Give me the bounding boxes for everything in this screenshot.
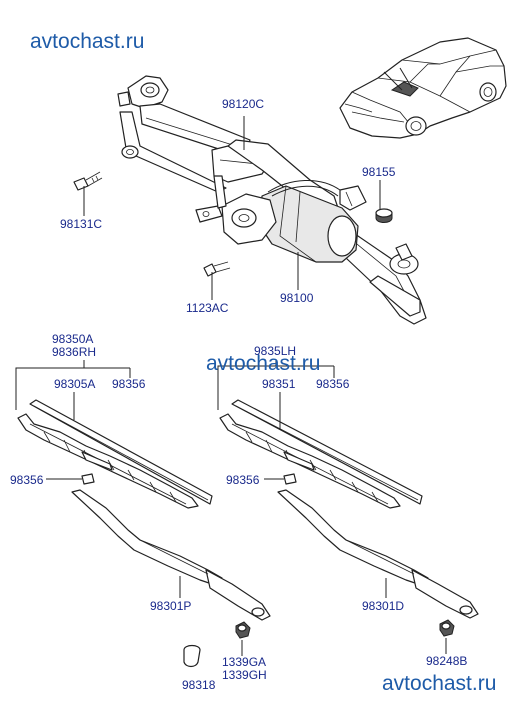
bolt-1123AC: [203, 261, 231, 277]
label-9835LH: 9835LH: [254, 344, 296, 358]
watermark-middle: avtochast.ru: [206, 352, 321, 375]
label-98131C: 98131C: [60, 217, 102, 231]
label-98356-right-mid: 98356: [226, 473, 260, 487]
label-98248B: 98248B: [426, 654, 467, 668]
part-labels: 98120C 98131C 98155 1123AC 98100 98350A …: [10, 97, 467, 692]
car-illustration: [339, 37, 507, 139]
watermark-top: avtochast.ru: [30, 30, 145, 53]
label-98305A: 98305A: [54, 377, 95, 391]
label-98100: 98100: [280, 291, 314, 305]
label-98120C: 98120C: [222, 97, 264, 111]
bolt-98131C: [73, 171, 103, 191]
label-98356-right-top: 98356: [316, 377, 350, 391]
watermark-bottom: avtochast.ru: [382, 672, 497, 695]
label-98351: 98351: [262, 377, 296, 391]
label-98318: 98318: [182, 678, 216, 692]
cap-98155: [375, 208, 393, 223]
leader-lines: [15, 116, 447, 656]
label-98301P: 98301P: [150, 599, 191, 613]
label-98356-left-top: 98356: [112, 377, 146, 391]
left-wiper-arm: [71, 489, 271, 621]
right-wiper-blade: [219, 399, 423, 509]
label-98155: 98155: [362, 165, 396, 179]
cap-98318: [183, 644, 201, 668]
label-98350A: 98350A: [52, 332, 93, 346]
nut-1339GA: [235, 621, 251, 639]
label-1339GH: 1339GH: [222, 668, 267, 682]
nut-98248B: [439, 619, 455, 637]
left-wiper-blade: [17, 399, 213, 509]
label-9836RH: 9836RH: [52, 345, 96, 359]
right-wiper-arm: [277, 489, 479, 619]
label-98356-left-mid: 98356: [10, 473, 44, 487]
label-1123AC: 1123AC: [186, 301, 229, 315]
label-1339GA: 1339GA: [222, 655, 266, 669]
label-98301D: 98301D: [362, 599, 404, 613]
wiper-linkage-assembly: [117, 75, 427, 325]
